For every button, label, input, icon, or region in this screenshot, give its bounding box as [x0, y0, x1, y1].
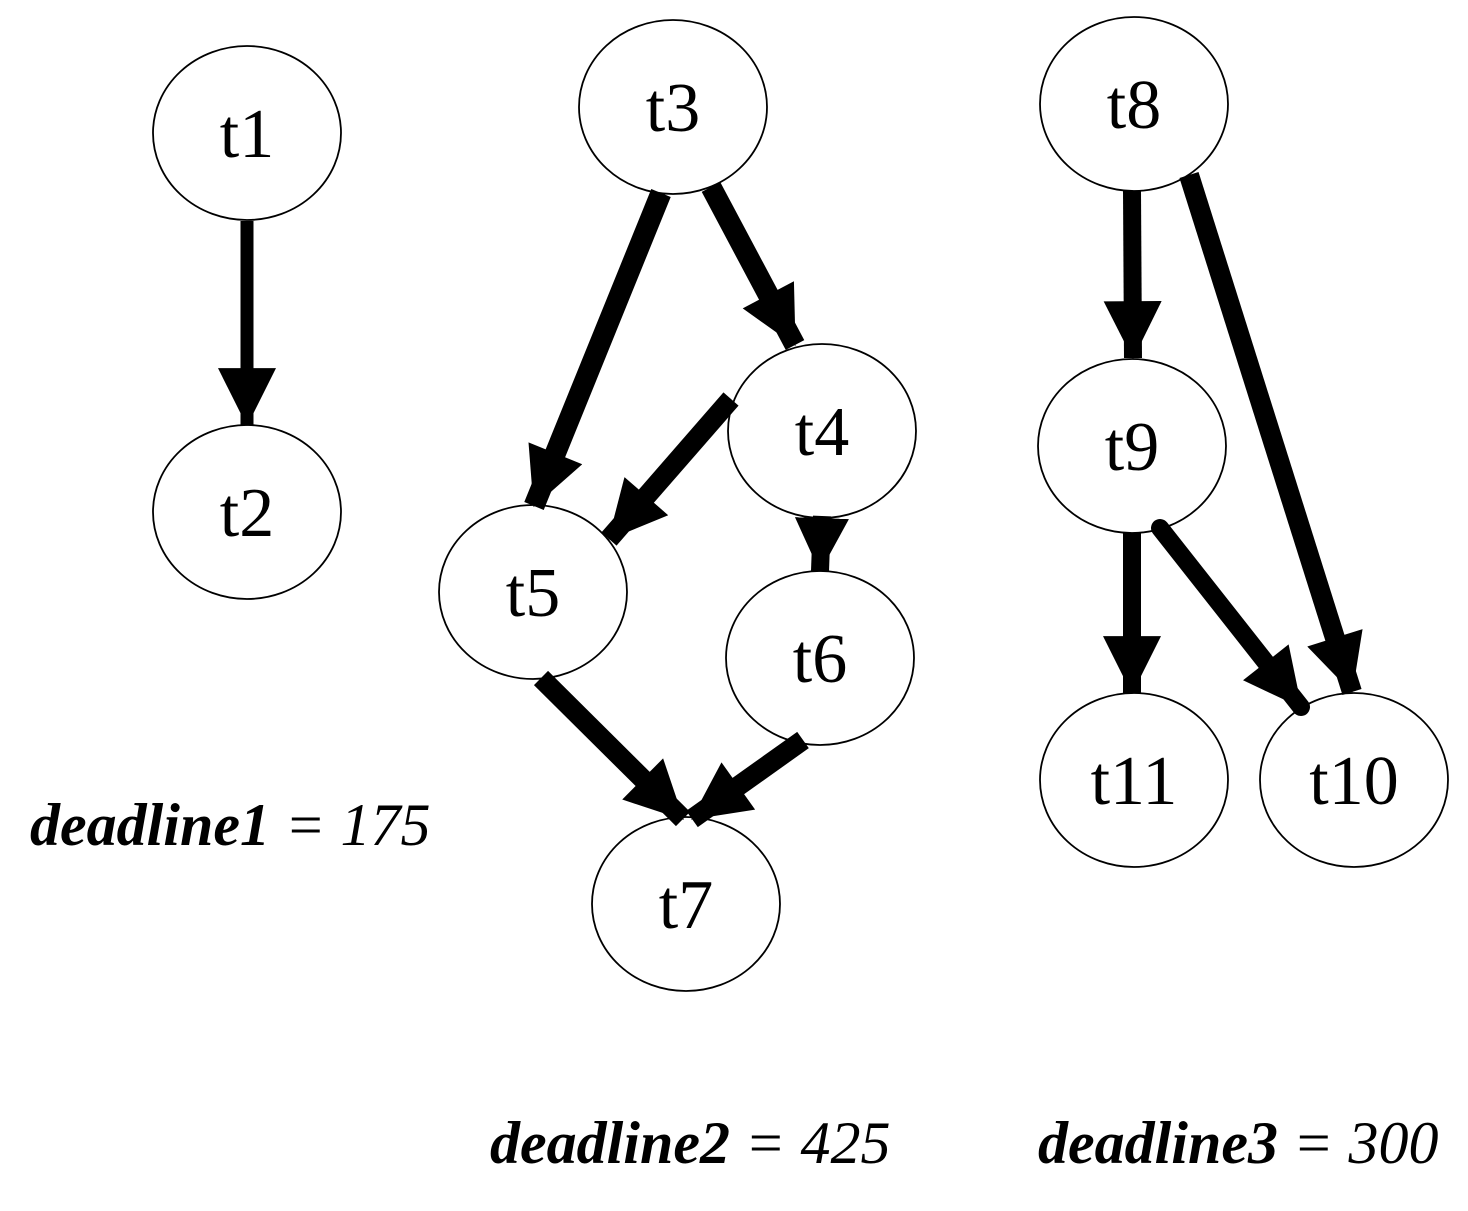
edge-t6-t7 [686, 731, 809, 828]
edge-t4-t6 [794, 515, 849, 573]
task-node-t7 [591, 816, 781, 992]
deadline-name: deadline2 [490, 1110, 730, 1176]
graph-2-deadline-text: deadline2 = 425 [490, 1110, 890, 1176]
graph-1-deadline-text: deadline1 = 175 [30, 792, 430, 858]
edge-t9-t10 [1151, 519, 1310, 716]
edge-t3-t4 [701, 182, 805, 350]
edge-t4-t5 [601, 392, 739, 546]
task-node-label-t2: t2 [220, 475, 274, 552]
deadline-equals: = [270, 792, 341, 858]
task-node-label-t8: t8 [1107, 67, 1161, 144]
graph-2: t3 t4 t5 t6 t7 deadline2 = 425 [438, 19, 917, 1176]
task-node-t3 [578, 19, 768, 195]
task-node-label-t10: t10 [1309, 743, 1398, 820]
graph-3-deadline-text: deadline3 = 300 [1038, 1110, 1438, 1176]
task-node-label-t9: t9 [1105, 409, 1159, 486]
graph-3: t8 t9 t11 t10 deadline3 = 300 [1037, 16, 1449, 1176]
task-node-label-t4: t4 [795, 394, 849, 471]
task-node-t1 [152, 45, 342, 221]
task-node-label-t5: t5 [506, 555, 560, 632]
edge-t8-t10 [1179, 171, 1363, 696]
task-node-label-t3: t3 [646, 70, 700, 147]
task-node-label-t7: t7 [659, 867, 713, 944]
edge-t8-t9 [1103, 190, 1162, 360]
edge-t5-t7 [533, 670, 691, 827]
deadline-equals: = [730, 1110, 801, 1176]
deadline-value: 300 [1347, 1110, 1438, 1176]
graph-1: t1 t2 deadline1 = 175 [30, 45, 430, 858]
edge-t3-t5 [524, 189, 671, 510]
task-node-label-t1: t1 [220, 96, 274, 173]
task-node-label-t11: t11 [1091, 743, 1178, 820]
deadline-name: deadline1 [30, 792, 270, 858]
deadline-value: 175 [340, 792, 430, 858]
deadline-value: 425 [800, 1110, 890, 1176]
deadline-equals: = [1278, 1110, 1349, 1176]
task-node-label-t6: t6 [793, 621, 847, 698]
deadline-name: deadline3 [1038, 1110, 1278, 1176]
